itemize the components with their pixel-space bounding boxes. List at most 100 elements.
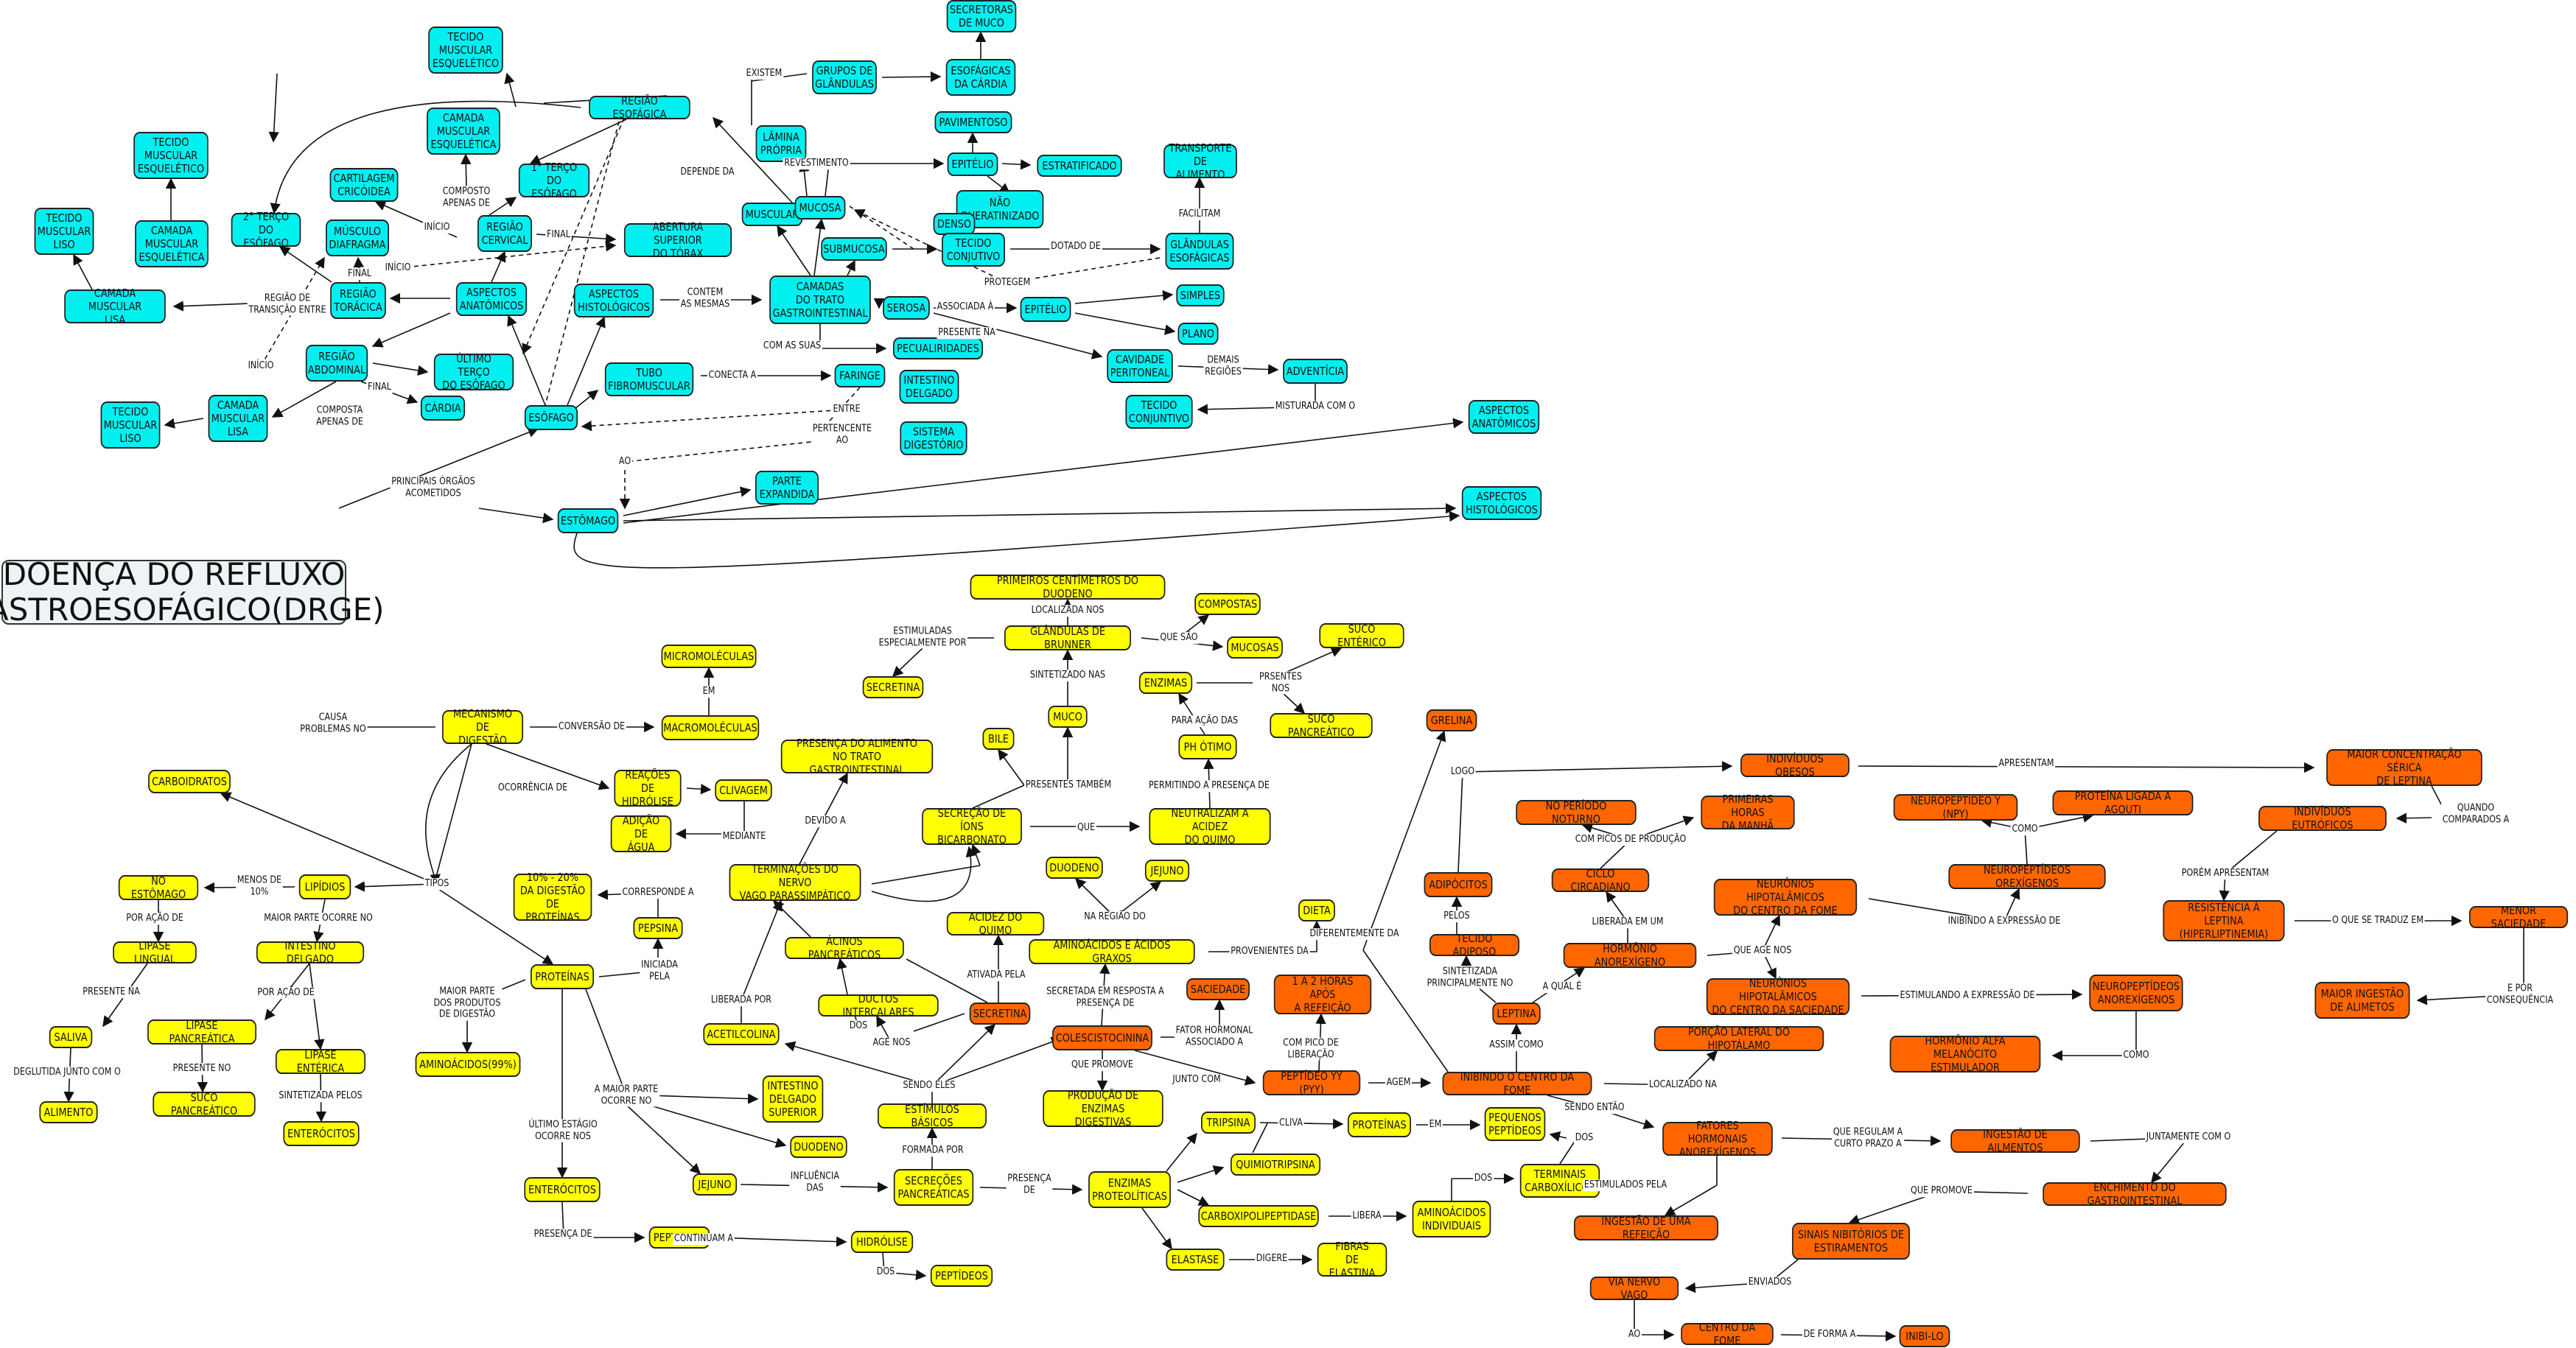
concept-node-suco-enterico[interactable]: SUCO ENTÉRICO (1319, 622, 1404, 649)
concept-node-camada-musc-esq-left[interactable]: CAMADA MUSCULAR ESQUELÉTICA (135, 220, 209, 267)
concept-node-enterocitos-left[interactable]: ENTERÓCITOS (283, 1121, 360, 1146)
concept-node-neuropeptideos-orexigenos[interactable]: NEUROPEPTÍDEOS OREXÍGENOS (1948, 863, 2106, 890)
concept-node-plano[interactable]: PLANO (1177, 323, 1219, 345)
concept-node-individuos-eutroficos[interactable]: INDIVÍDUOS EUTRÓFICOS (2258, 805, 2387, 832)
concept-node-regiao-abdominal[interactable]: REGIÃO ABDOMINAL (305, 345, 368, 382)
concept-node-proteinas-right[interactable]: PROTEÍNAS (1348, 1112, 1411, 1137)
concept-node-reacoes-hidrolise[interactable]: REAÇÕES DE HIDRÓLISE (614, 768, 682, 808)
concept-node-resistencia-leptina[interactable]: RESISTÊNCIA Á LEPTINA (HIPERLIPTINEMIA) (2163, 900, 2285, 941)
concept-node-secretina-y[interactable]: SECRETINA (862, 676, 924, 698)
concept-node-no-periodo-noturno[interactable]: NO PERÍODO NOTURNO (1516, 799, 1637, 826)
concept-node-aspectos-hist-right[interactable]: ASPECTOS HISTOLÓGICOS (1461, 486, 1542, 520)
concept-node-grelina[interactable]: GRELINA (1426, 709, 1477, 731)
concept-node-aminoacidos-individuais[interactable]: AMINOÁCIDOS INDIVIDUAIS (1412, 1201, 1491, 1238)
concept-node-parte-expandida[interactable]: PARTE EXPANDIDA (755, 471, 819, 505)
concept-node-cardia[interactable]: CÁRDIA (420, 396, 466, 421)
concept-node-estratificado[interactable]: ESTRATIFICADO (1037, 155, 1122, 177)
concept-node-ductos-intercalares[interactable]: DUCTOS INTERCALARES (818, 992, 939, 1019)
concept-node-camadas-trato[interactable]: CAMADAS DO TRATO GASTROINTESTINAL (769, 275, 871, 324)
concept-node-no-estomago[interactable]: NO ESTÔMAGO (118, 874, 199, 901)
concept-node-terminacoes-nervo[interactable]: TERMINAÇÕES DO NERVO VAGO PARASSIMPÁTICO (729, 863, 861, 902)
concept-node-micromoleculas[interactable]: MICROMOLÉCULAS (661, 645, 757, 668)
concept-node-secrecoes-pancreaticas[interactable]: SECREÇÕES PANCREÁTICAS (893, 1169, 974, 1206)
concept-node-camada-musc-lisa-bot[interactable]: CAMADA MUSCULAR LISA (208, 395, 268, 442)
concept-node-carboxipolipeptidase[interactable]: CARBOXIPOLIPEPTIDASE (1198, 1205, 1319, 1227)
central-topic-title[interactable]: DOENÇA DO REFLUXO GASTROESOFÁGICO(DRGE) (0, 556, 385, 627)
concept-node-mucosa[interactable]: MUCOSA (794, 196, 846, 220)
concept-node-clivagem[interactable]: CLIVAGEM (715, 779, 772, 801)
concept-node-um-dois-horas[interactable]: 1 A 2 HORAS APÓS A REFEIÇÃO (1273, 975, 1372, 1014)
concept-node-jejuno-mid[interactable]: JEJUNO (1144, 860, 1190, 882)
concept-node-denso[interactable]: DENSO (933, 213, 976, 235)
concept-node-maior-concentracao[interactable]: MAIOR CONCENTRAÇÃO SÉRICA DE LEPTINA (2326, 748, 2482, 787)
concept-node-proteina-agouti[interactable]: PROTEÍNA LIGADA A AGOUTI (2052, 790, 2194, 816)
concept-node-serosa[interactable]: SEROSA (883, 296, 930, 320)
concept-node-leptina[interactable]: LEPTINA (1492, 1003, 1541, 1025)
concept-node-tecido-conjuntivo[interactable]: TECIDO CONJUNTIVO (1125, 395, 1193, 429)
concept-node-regiao-cervical[interactable]: REGIÃO CERVICAL (477, 215, 532, 252)
concept-node-hidrolise[interactable]: HIDRÓLISE (850, 1231, 914, 1253)
concept-node-maior-ingestao[interactable]: MAIOR INGESTÃO DE ALIMETOS (2314, 982, 2410, 1019)
concept-node-inibindo-centro-fome[interactable]: INIBINDO O CENTRO DA FOME (1442, 1070, 1592, 1097)
concept-node-segundo-terco[interactable]: 2° TERÇO DO ESÔFAGO (231, 210, 301, 250)
concept-node-musculo-diafragma[interactable]: MÚSCULO DIAFRAGMA (326, 220, 389, 256)
concept-node-dieta[interactable]: DIETA (1298, 899, 1335, 922)
concept-node-lipase-pancreatica[interactable]: LIPASE PANCREÁTICA (147, 1019, 256, 1045)
concept-node-primeiros-cm-duodeno[interactable]: PRIMEIROS CENTÍMETROS DO DUODENO (970, 574, 1166, 600)
concept-node-acinos-pancreaticos[interactable]: ÁCINOS PANCREÁTICOS (785, 935, 904, 961)
concept-node-tripsina[interactable]: TRIPSINA (1201, 1112, 1256, 1134)
concept-node-enchimento-gi[interactable]: ENCHIMENTO DO GASTROINTESTINAL (2043, 1181, 2227, 1207)
concept-node-lamina-propria[interactable]: LÂMINA PRÓPRIA (755, 125, 807, 162)
concept-node-proteinas-left[interactable]: PROTEÍNAS (531, 964, 594, 989)
concept-node-pepsina[interactable]: PEPSINA (633, 917, 683, 939)
concept-node-tec-musc-liso-top[interactable]: TECIDO MUSCULAR LISO (34, 208, 94, 255)
concept-node-epitelio-mid[interactable]: EPITÉLIO (1020, 297, 1071, 322)
concept-node-lipidios[interactable]: LIPÍDIOS (298, 874, 351, 899)
concept-node-primeiras-horas[interactable]: PRIMEIRAS HORAS DA MANHÃ (1701, 793, 1795, 832)
concept-node-secretina-o[interactable]: SECRETINA (969, 1003, 1031, 1025)
concept-node-esofagicas-cardia[interactable]: ESOFÁGICAS DA CÁRDIA (945, 59, 1016, 96)
concept-node-mucosas[interactable]: MUCOSAS (1227, 636, 1283, 659)
concept-node-lipase-lingual[interactable]: LIPASE LINGUAL (113, 939, 197, 966)
concept-node-transporte-alimento[interactable]: TRANSPORTE DE ALIMENTO (1163, 141, 1237, 181)
concept-node-colescistocinina[interactable]: COLESCISTOCININA (1052, 1025, 1152, 1050)
concept-node-adipocitos[interactable]: ADIPÓCITOS (1424, 872, 1493, 897)
concept-node-tec-musc-liso-bot[interactable]: TECIDO MUSCULAR LISO (100, 401, 161, 449)
concept-node-via-nervo-vago[interactable]: VIA NERVO VAGO (1589, 1275, 1679, 1302)
concept-node-grupos-glandulas[interactable]: GRUPOS DE GLÂNDULAS (812, 60, 877, 94)
concept-node-intestino-delgado-superior[interactable]: INTESTINO DELGADO SUPERIOR (762, 1075, 824, 1123)
concept-node-simples[interactable]: SIMPLES (1176, 284, 1225, 306)
concept-node-enzimas[interactable]: ENZIMAS (1138, 672, 1193, 694)
concept-node-aspectos-anat-left[interactable]: ASPECTOS ANATÔMICOS (455, 282, 528, 316)
concept-node-ciclo-circadiano[interactable]: CICLO CIRCADIANO (1551, 867, 1650, 894)
concept-node-intestino-delgado-c[interactable]: INTESTINO DELGADO (899, 370, 959, 404)
concept-node-intestino-delgado-y[interactable]: INTESTINO DELGADO (256, 939, 365, 966)
concept-node-muco[interactable]: MUCO (1048, 706, 1088, 728)
concept-node-acetilcolina[interactable]: ACETILCOLINA (703, 1023, 780, 1045)
concept-node-tec-musc-esq-left[interactable]: TECIDO MUSCULAR ESQUELÉTICO (133, 132, 209, 179)
concept-node-peptideos[interactable]: PEPTÍDEOS (930, 1265, 993, 1287)
concept-node-aminoacidos-99[interactable]: AMINOÁCIDOS(99%) (415, 1052, 521, 1077)
concept-node-adicao-agua[interactable]: ADIÇÃO DE ÁGUA (610, 814, 672, 854)
concept-node-esofago[interactable]: ESÔFAGO (524, 405, 578, 430)
concept-node-estomago[interactable]: ESTÔMAGO (557, 508, 619, 533)
concept-node-pecualiridades[interactable]: PECUALIRIDADES (892, 337, 984, 359)
concept-node-secretoras-muco[interactable]: SECRETORAS DE MUCO (946, 0, 1017, 32)
concept-node-abertura-superior[interactable]: ABERTURA SUPERIOR DO TÓRAX (623, 220, 732, 260)
concept-node-aminoacidos-graxos[interactable]: AMINOÁCIDOS E ÁCIDOS GRAXOS (1029, 938, 1195, 965)
concept-node-bile[interactable]: BILE (982, 728, 1015, 750)
concept-node-muscular[interactable]: MUSCULAR (741, 203, 803, 226)
concept-node-camada-musc-lisa-left[interactable]: CAMADA MUSCULAR LISA (64, 287, 166, 326)
concept-node-secrecao-ions[interactable]: SECREÇÃO DE ÍONS BICARBONATO (922, 807, 1022, 846)
concept-node-neuronios-saciedade[interactable]: NEURÔNIOS HIPOTALÂMICOS DO CENTRO DA SAC… (1706, 977, 1850, 1017)
concept-node-epitelio-top[interactable]: EPITÉLIO (947, 152, 998, 176)
concept-node-cavidade-peritoneal[interactable]: CAVIDADE PERITONEAL (1107, 349, 1173, 383)
concept-node-aspectos-anat-right[interactable]: ASPECTOS ANATÔMICOS (1468, 400, 1540, 434)
concept-node-hormonio-anorexigeno[interactable]: HORMÔNIO ANOREXÍGENO (1563, 942, 1697, 969)
concept-node-mecanismo-digestao[interactable]: MECANISMO DE DIGESTÃO (441, 707, 524, 747)
concept-node-tecido-adiposo[interactable]: TECIDO ADIPOSO (1429, 932, 1520, 958)
concept-node-hormonio-alfa[interactable]: HORMÔNIO ALFA MELANÓCITO ESTIMULADOR (1889, 1034, 2041, 1074)
concept-node-aspectos-hist-left[interactable]: ASPECTOS HISTOLÓGICOS (573, 284, 654, 317)
concept-node-dez-vinte[interactable]: 10% - 20% DA DIGESTÃO DE PROTEÍNAS (513, 871, 592, 924)
concept-node-ingestao-refeicao[interactable]: INGESTÃO DE UMA REFEIÇÃO (1573, 1215, 1719, 1241)
